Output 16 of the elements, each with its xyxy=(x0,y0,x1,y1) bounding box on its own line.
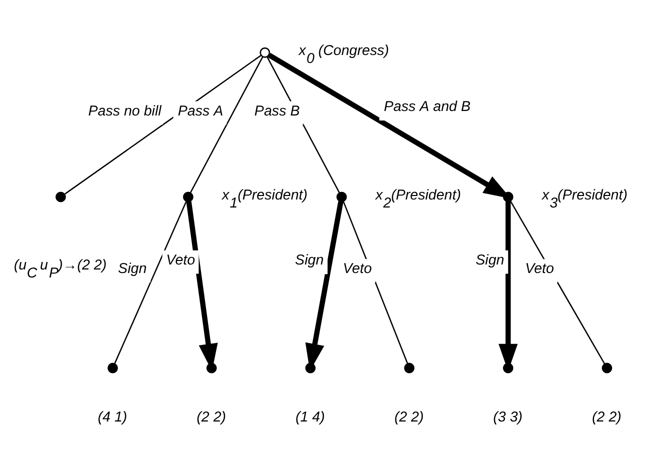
edge-label: Veto xyxy=(525,261,554,278)
node-label: (1 4) xyxy=(295,410,325,426)
edge-label: Veto xyxy=(166,252,196,268)
node-label: (3 3) xyxy=(493,410,523,426)
edge-label: Pass B xyxy=(254,103,300,120)
edge-label: Sign xyxy=(295,252,324,269)
edge-label: Pass A and B xyxy=(384,99,470,116)
node-label: (2 2) xyxy=(394,410,424,426)
node-label: (4 1) xyxy=(98,410,128,426)
node-label: (2 2) xyxy=(196,410,226,426)
node-label: (2 2) xyxy=(592,410,622,426)
edge-label: Sign xyxy=(118,260,147,277)
edge-label: Veto xyxy=(342,261,372,278)
edge-label: Sign xyxy=(476,252,504,268)
edge-label: Pass no bill xyxy=(88,103,162,120)
edge-label: Pass A xyxy=(178,103,224,120)
